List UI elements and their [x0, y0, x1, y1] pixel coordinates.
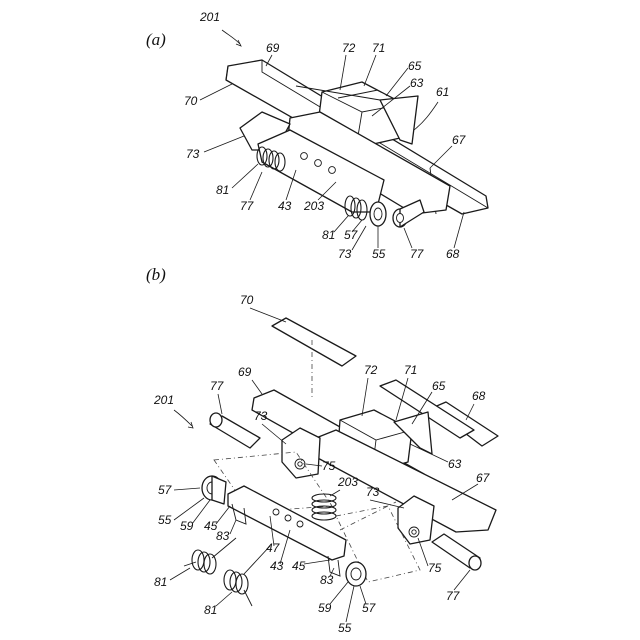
callout-57: 57 [344, 228, 359, 242]
callout-b-65: 65 [432, 379, 446, 393]
callout-b-59b: 59 [318, 601, 332, 615]
callout-b-55: 55 [158, 513, 172, 527]
callout-b-81b: 81 [204, 603, 217, 617]
callout-b-75: 75 [322, 459, 336, 473]
callout-73b: 73 [338, 247, 352, 261]
spring-81-lower [224, 546, 270, 606]
callout-65: 65 [408, 59, 422, 73]
callout-b-71: 71 [404, 363, 417, 377]
callout-b-201: 201 [153, 393, 174, 407]
callout-b-70: 70 [240, 293, 254, 307]
callout-81: 81 [216, 183, 229, 197]
callout-b-67: 67 [476, 471, 491, 485]
callout-77b: 77 [410, 247, 425, 261]
callout-77: 77 [240, 199, 255, 213]
callout-b-43: 43 [270, 559, 284, 573]
callout-70: 70 [184, 94, 198, 108]
callout-b-63: 63 [448, 457, 462, 471]
callout-b-69: 69 [238, 365, 252, 379]
callout-67: 67 [452, 133, 467, 147]
callout-b-75b: 75 [428, 561, 442, 575]
callout-b-73: 73 [254, 409, 268, 423]
callout-203: 203 [303, 199, 324, 213]
callout-b-83: 83 [216, 529, 230, 543]
callout-201: 201 [199, 10, 220, 24]
callout-43: 43 [278, 199, 292, 213]
callout-b-57: 57 [158, 483, 173, 497]
callout-b-55b: 55 [338, 621, 352, 635]
callout-b-45b: 45 [292, 559, 306, 573]
panel-a: (a) [146, 10, 488, 261]
callout-68: 68 [446, 247, 460, 261]
callout-b-203: 203 [337, 475, 358, 489]
callout-b-81: 81 [154, 575, 167, 589]
callout-71: 71 [372, 41, 385, 55]
callout-b-77b: 77 [446, 589, 461, 603]
callout-b-57b: 57 [362, 601, 377, 615]
pad-70 [272, 318, 356, 366]
callout-81b: 81 [322, 228, 335, 242]
callout-55: 55 [372, 247, 386, 261]
callout-b-83b: 83 [320, 573, 334, 587]
panel-b: (b) [146, 265, 498, 635]
callout-b-73b: 73 [366, 485, 380, 499]
callout-b-59: 59 [180, 519, 194, 533]
panel-b-label: (b) [146, 265, 166, 284]
callout-73: 73 [186, 147, 200, 161]
callout-b-72: 72 [364, 363, 378, 377]
spring-203 [312, 494, 336, 520]
spring-81-upper [184, 538, 236, 574]
callout-69: 69 [266, 41, 280, 55]
callout-61: 61 [436, 85, 449, 99]
panel-a-label: (a) [146, 30, 166, 49]
callout-b-68: 68 [472, 389, 486, 403]
callout-63: 63 [410, 76, 424, 90]
callout-72: 72 [342, 41, 356, 55]
callout-b-77: 77 [210, 379, 225, 393]
